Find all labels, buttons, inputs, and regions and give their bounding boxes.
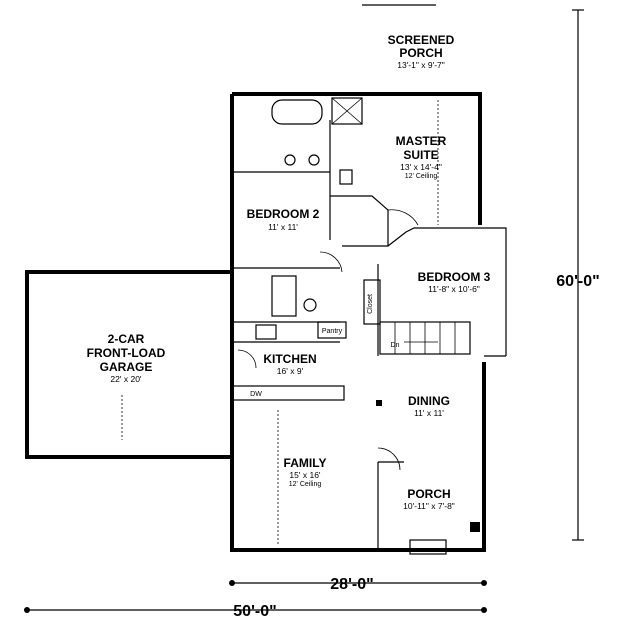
garage-name-3: GARAGE [100,360,153,374]
pantry [317,321,347,339]
porch-name: PORCH [407,487,450,501]
screened-porch-name-2: PORCH [399,46,442,60]
garage-name: 2-CAR [108,332,145,346]
screened-porch-name: SCREENED [388,33,455,47]
bathtub [271,99,323,125]
hall-tub [271,275,297,317]
porch-size: 10'-11" x 7'-8" [403,501,455,511]
shower [331,97,363,125]
master-suite-name-2: SUITE [403,148,438,162]
range-icon [255,324,277,340]
porch-steps [409,539,447,555]
master-suite-note: 12' Ceiling [405,173,438,180]
family-name: FAMILY [284,456,327,470]
dining-size: 11' x 11' [414,408,444,418]
sink-icon [284,154,296,166]
door-swing [377,447,401,471]
kitchen-name: KITCHEN [263,352,316,366]
house-wall-south-east [378,362,486,552]
bedroom2-size: 11' x 11' [268,222,298,232]
kitchen-island [231,385,345,401]
stairs-down-label: Dn [391,342,400,349]
master-suite-size: 13' x 14'-4" [400,162,442,172]
kitchen-size: 16' x 9' [277,366,304,376]
inner-width-dimension-label: 28'-0" [330,576,373,593]
pantry-label: Pantry [322,328,343,335]
sink-icon [308,154,320,166]
toilet-icon [303,298,317,312]
bedroom3-closet [363,279,381,325]
total-width-dimension-label: 50'-0" [233,603,276,620]
height-dimension-label: 60'-0" [556,273,599,290]
closet-wall [330,195,389,247]
family-size: 15' x 16' [289,470,321,480]
garage-name-2: FRONT-LOAD [87,346,166,360]
house-wall-north-east [232,92,482,225]
bedroom3-walls [387,227,507,356]
closet-label: Closet [367,294,374,314]
toilet-icon [339,169,353,185]
master-suite-name: MASTER [396,134,447,148]
bedroom3-size: 11'-8" x 10'-6" [428,284,480,294]
garage-size: 22' x 20' [110,374,142,384]
shower-x2 [331,97,363,125]
column-icon [376,400,382,406]
door-swing [319,251,343,273]
family-note: 12' Ceiling [289,481,322,488]
door-swing [387,209,419,226]
door-swing [237,349,257,369]
dining-name: DINING [408,394,450,408]
bedroom3-name: BEDROOM 3 [418,270,491,284]
house-wall-west [230,94,378,552]
screened-porch-size: 13'-1" x 9'-7" [397,60,445,70]
bedroom2-name: BEDROOM 2 [247,207,320,221]
dw-label: DW [250,391,262,398]
column-icon [470,522,480,532]
